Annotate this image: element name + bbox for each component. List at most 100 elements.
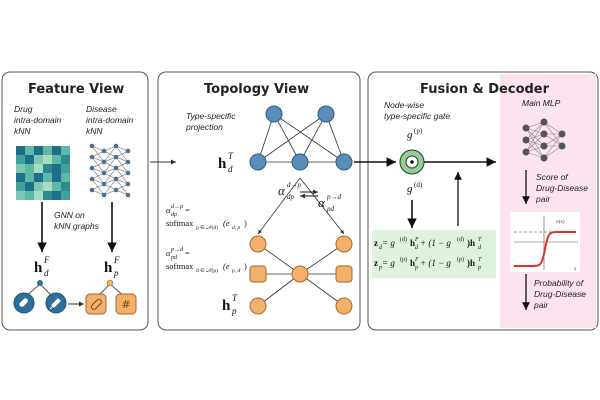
alpha-dp: α <box>278 183 286 198</box>
heatmap-cell <box>34 173 43 182</box>
knn-node <box>125 148 131 154</box>
projection-label-line1: Type-specific <box>186 111 236 121</box>
probability-label-line1: Probability of <box>534 278 585 288</box>
fusion-equations-box <box>372 230 496 278</box>
gate-top-label: g <box>407 129 413 141</box>
svg-text:d: d <box>379 245 383 251</box>
score-label-line3: pair <box>535 194 551 204</box>
disease-tree-root <box>106 279 114 287</box>
heatmap-cell <box>43 155 52 164</box>
mlp-region <box>500 74 596 328</box>
sigmoid-label: σ(x) <box>556 220 565 225</box>
svg-text:(p): (p) <box>400 256 407 263</box>
heatmap-cell <box>52 155 61 164</box>
heatmap-cell <box>16 146 25 155</box>
knn-node <box>113 176 119 182</box>
alpha-pd-sup: p→d <box>326 193 342 201</box>
svg-text:= g: = g <box>382 258 395 268</box>
mlp-neuron <box>540 118 548 126</box>
heatmap-cell <box>61 155 70 164</box>
heatmap-cell <box>43 182 52 191</box>
mlp-neuron <box>540 154 548 162</box>
gnn-label-line1: GNN on <box>54 210 85 220</box>
knn-node <box>89 143 95 149</box>
heatmap-cell <box>16 155 25 164</box>
svg-text:h: h <box>410 238 415 248</box>
drug-label-line1: Drug <box>14 104 33 114</box>
alpha-dp-sub: dp <box>287 193 295 201</box>
h-disease-feature: h <box>104 260 113 276</box>
mlp-neuron <box>558 142 566 150</box>
probability-label-line2: Drug-Disease <box>534 289 586 299</box>
gate-bottom-label: g <box>407 183 413 195</box>
probability-label-line3: pair <box>533 300 549 310</box>
eq1-lhs-sub: dp <box>171 212 177 218</box>
heatmap-cell <box>16 182 25 191</box>
knn-node <box>125 170 131 176</box>
disease-node <box>249 297 267 315</box>
h-drug-feature: h <box>34 260 43 276</box>
h-disease-topology-sub: p <box>231 306 237 316</box>
syringe-icon <box>45 292 67 314</box>
heatmap-cell <box>25 173 34 182</box>
bandage-icon <box>85 293 107 315</box>
disease-node <box>335 235 353 253</box>
heatmap-cell <box>52 182 61 191</box>
heatmap-cell <box>61 173 70 182</box>
knn-node <box>89 176 95 182</box>
score-label-line1: Score of <box>536 172 569 182</box>
svg-text:F: F <box>414 237 419 243</box>
svg-text:p: p <box>477 265 481 271</box>
z-disease-equation: z p = g (p) h F p + (1 − g (p) )h T p <box>374 256 482 271</box>
disease-label-line3: kNN <box>86 126 103 136</box>
heatmap-cell <box>61 191 70 200</box>
svg-text:h: h <box>410 258 415 268</box>
heatmap-cell <box>52 191 61 200</box>
alpha-pd: α <box>318 195 326 210</box>
sigmoid-plot: σ(x) x <box>510 212 580 272</box>
disease-knn-nodes <box>89 143 131 198</box>
heatmap-cell <box>16 173 25 182</box>
svg-text:F: F <box>414 257 419 263</box>
svg-text:)h: )h <box>467 258 475 268</box>
svg-text:(d): (d) <box>457 236 464 243</box>
h-disease-topology-sup: T <box>232 293 238 303</box>
eq2-equals: = <box>185 248 190 258</box>
mlp-label: Main MLP <box>522 98 561 108</box>
knn-node <box>113 154 119 160</box>
score-label-line2: Drug-Disease <box>536 183 588 193</box>
heatmap-cell <box>52 146 61 155</box>
gate-label-line1: Node-wise <box>384 100 424 110</box>
h-drug-feature-sup: F <box>43 255 50 265</box>
eq1-softmax-sub: p ∈ 𝒩(d) <box>196 224 218 231</box>
alpha-dp-sup: d→p <box>287 181 302 189</box>
svg-text:z: z <box>374 238 378 248</box>
alpha-pd-sub: pd <box>326 205 335 213</box>
eq1-arg: (e <box>223 218 230 228</box>
eq1-close: ) <box>244 218 247 228</box>
heatmap-cell <box>61 164 70 173</box>
svg-text:)h: )h <box>467 238 475 248</box>
eq1-lhs: α <box>166 205 171 215</box>
gate-dot <box>410 160 414 164</box>
mlp-neuron <box>558 130 566 138</box>
heatmap-cell <box>34 182 43 191</box>
heatmap-cell <box>16 191 25 200</box>
disease-label-line2: intra-domain <box>86 115 134 125</box>
sigmoid-curve <box>514 231 576 267</box>
mlp-neuron <box>522 124 530 132</box>
heatmap-cell <box>25 164 34 173</box>
eq2-close: ) <box>244 261 247 271</box>
drug-knn-heatmap <box>16 146 70 200</box>
heatmap-cell <box>43 191 52 200</box>
drug-node <box>335 153 353 171</box>
knn-node <box>125 181 131 187</box>
knn-node <box>101 148 107 154</box>
svg-text:T: T <box>478 237 482 243</box>
heatmap-cell <box>43 146 52 155</box>
z-drug-equation: z d = g (d) h F d + (1 − g (d) )h T d <box>374 236 482 251</box>
eq2-softmax-sub: d ∈ 𝒩(p) <box>196 267 218 274</box>
heatmap-cell <box>34 155 43 164</box>
mlp-neuron <box>540 130 548 138</box>
